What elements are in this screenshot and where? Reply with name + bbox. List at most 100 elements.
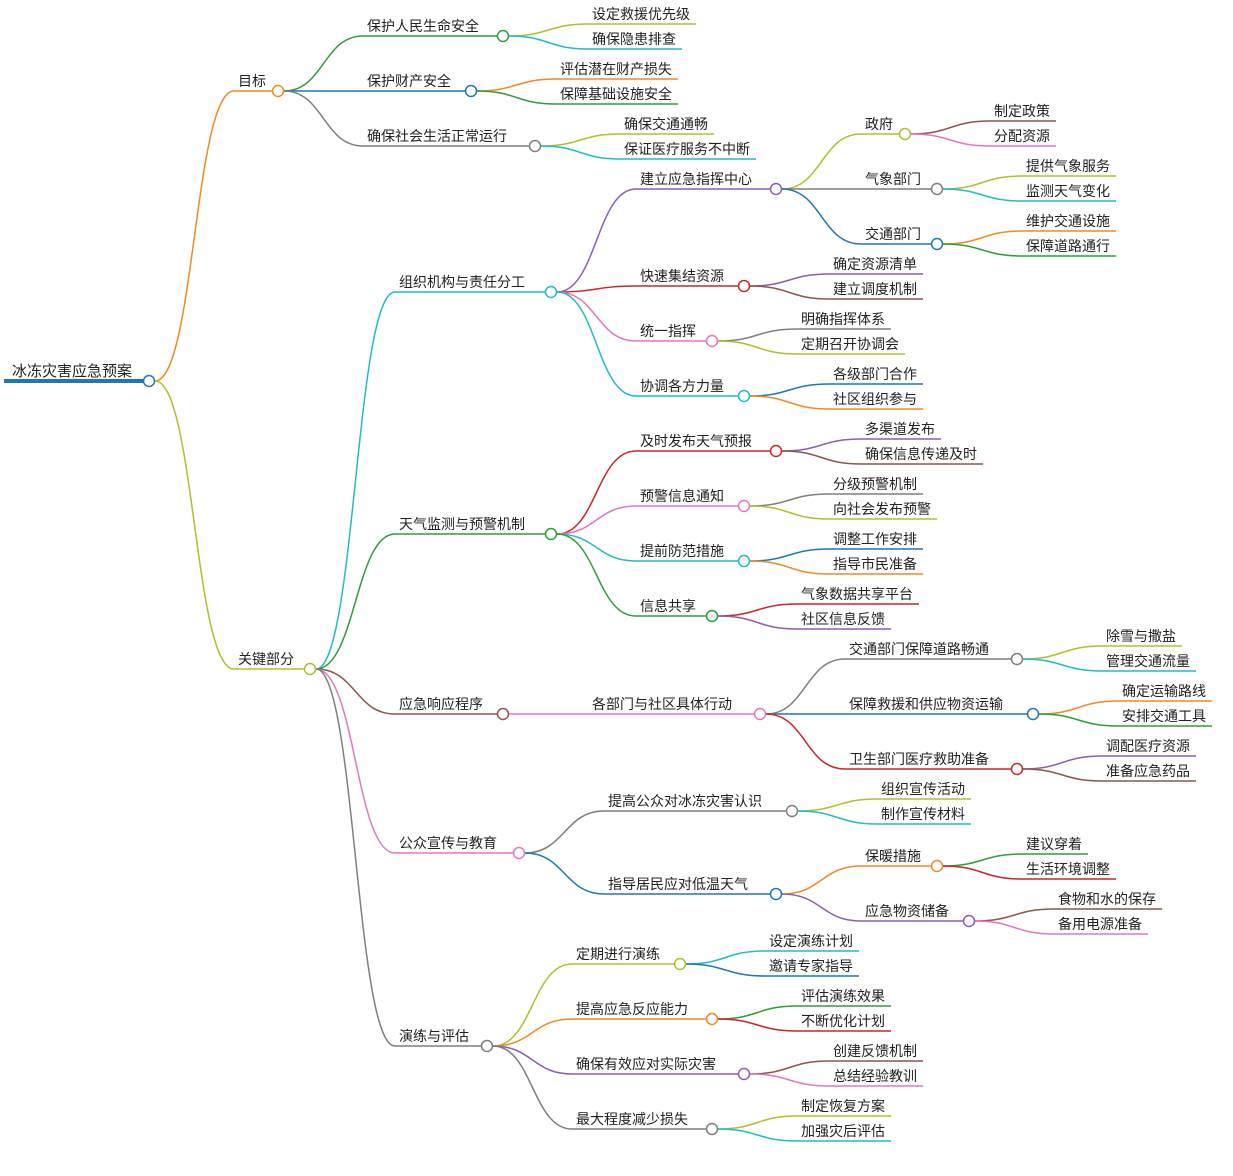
node-p2a1[interactable]: 建议穿着: [1022, 837, 1088, 855]
node-p2a2[interactable]: 生活环境调整: [1022, 862, 1116, 880]
node-toggle[interactable]: [769, 444, 783, 458]
node-d2b[interactable]: 不断优化计划: [797, 1014, 891, 1032]
node-e1b1[interactable]: 确定运输路线: [1118, 684, 1212, 702]
node-toggle[interactable]: [737, 279, 751, 293]
node-toggle[interactable]: [512, 846, 526, 860]
node-p2b1[interactable]: 食物和水的保存: [1054, 891, 1162, 910]
node-o1c[interactable]: 交通部门: [861, 226, 944, 251]
node-n2[interactable]: 关键部分: [234, 652, 317, 676]
node-toggle[interactable]: [753, 707, 767, 721]
node-d1[interactable]: 定期进行演练: [572, 947, 687, 971]
node-toggle[interactable]: [737, 1067, 751, 1081]
node-d1a[interactable]: 设定演练计划: [765, 934, 859, 952]
node-w2[interactable]: 预警信息通知: [636, 488, 751, 513]
node-o3[interactable]: 统一指挥: [636, 324, 719, 348]
node-n1b2[interactable]: 保障基础设施安全: [556, 86, 678, 105]
node-o1b[interactable]: 气象部门: [861, 172, 944, 196]
node-toggle[interactable]: [737, 499, 751, 513]
node-o4[interactable]: 协调各方力量: [636, 379, 751, 403]
node-e1c1[interactable]: 调配医疗资源: [1102, 739, 1196, 757]
node-d3[interactable]: 确保有效应对实际灾害: [572, 1056, 751, 1081]
node-toggle[interactable]: [769, 887, 783, 901]
node-p1[interactable]: 提高公众对冰冻灾害认识: [604, 793, 799, 818]
node-d4a[interactable]: 制定恢复方案: [797, 1098, 891, 1117]
node-e1a2[interactable]: 管理交通流量: [1102, 653, 1196, 672]
node-toggle[interactable]: [705, 334, 719, 348]
node-toggle[interactable]: [705, 609, 719, 623]
node-toggle[interactable]: [480, 1039, 494, 1053]
node-w4a[interactable]: 气象数据共享平台: [797, 586, 919, 605]
node-toggle[interactable]: [705, 1012, 719, 1026]
node-n1c2[interactable]: 保证医疗服务不中断: [620, 142, 756, 160]
node-d1b[interactable]: 邀请专家指导: [765, 958, 859, 977]
node-toggle[interactable]: [930, 237, 944, 251]
node-toggle[interactable]: [705, 1122, 719, 1136]
node-toggle[interactable]: [303, 662, 317, 676]
node-toggle[interactable]: [930, 182, 944, 196]
node-n1c1[interactable]: 确保交通通畅: [620, 116, 714, 135]
node-w4b[interactable]: 社区信息反馈: [797, 611, 891, 630]
node-p1b[interactable]: 制作宣传材料: [877, 807, 971, 825]
node-toggle[interactable]: [930, 859, 944, 873]
node-o4a[interactable]: 各级部门合作: [829, 367, 923, 385]
node-d4[interactable]: 最大程度减少损失: [572, 1112, 719, 1136]
node-o2b[interactable]: 建立调度机制: [829, 282, 923, 300]
node-toggle[interactable]: [785, 804, 799, 818]
node-w3[interactable]: 提前防范措施: [636, 543, 751, 568]
node-toggle[interactable]: [673, 957, 687, 971]
node-toggle[interactable]: [142, 374, 156, 388]
node-toggle[interactable]: [544, 285, 558, 299]
node-e1a1[interactable]: 除雪与撒盐: [1102, 629, 1182, 647]
node-e1b2[interactable]: 安排交通工具: [1118, 708, 1212, 727]
node-toggle[interactable]: [769, 182, 783, 196]
node-n1[interactable]: 目标: [234, 74, 285, 98]
node-n1c[interactable]: 确保社会生活正常运行: [363, 129, 542, 153]
node-toggle[interactable]: [496, 29, 510, 43]
node-o1c2[interactable]: 保障道路通行: [1022, 239, 1116, 257]
node-toggle[interactable]: [496, 707, 510, 721]
node-w1[interactable]: 及时发布天气预报: [636, 434, 783, 458]
node-o2[interactable]: 快速集结资源: [636, 268, 751, 293]
node-d2a[interactable]: 评估演练效果: [797, 989, 891, 1007]
node-e1a[interactable]: 交通部门保障道路畅通: [845, 641, 1024, 666]
node-d4b[interactable]: 加强灾后评估: [797, 1123, 891, 1142]
node-o1b2[interactable]: 监测天气变化: [1022, 184, 1116, 202]
node-w3a[interactable]: 调整工作安排: [829, 532, 923, 550]
node-toggle[interactable]: [898, 127, 912, 141]
node-toggle[interactable]: [1010, 652, 1024, 666]
node-o1[interactable]: 建立应急指挥中心: [636, 171, 783, 196]
node-toggle[interactable]: [962, 914, 976, 928]
node-e1b[interactable]: 保障救援和供应物资运输: [845, 696, 1040, 721]
node-o3b[interactable]: 定期召开协调会: [797, 337, 905, 355]
node-n1a1[interactable]: 设定救援优先级: [588, 7, 696, 25]
node-p2a[interactable]: 保暖措施: [861, 849, 944, 873]
node-w1b[interactable]: 确保信息传递及时: [861, 446, 983, 465]
node-o1b1[interactable]: 提供气象服务: [1022, 159, 1116, 177]
node-o4b[interactable]: 社区组织参与: [829, 391, 923, 410]
node-p1a[interactable]: 组织宣传活动: [877, 782, 971, 800]
node-d2[interactable]: 提高应急反应能力: [572, 1001, 719, 1026]
node-p[interactable]: 公众宣传与教育: [395, 836, 526, 860]
node-o3a[interactable]: 明确指挥体系: [797, 312, 891, 330]
node-w3b[interactable]: 指导市民准备: [829, 556, 923, 575]
node-w2b[interactable]: 向社会发布预警: [829, 502, 937, 520]
node-n1a[interactable]: 保护人民生命安全: [363, 18, 510, 43]
root-node[interactable]: 冰冻灾害应急预案: [4, 362, 156, 388]
node-d[interactable]: 演练与评估: [395, 1029, 494, 1053]
node-o1a2[interactable]: 分配资源: [990, 129, 1056, 147]
node-toggle[interactable]: [1010, 762, 1024, 776]
node-o1c1[interactable]: 维护交通设施: [1022, 213, 1116, 232]
node-p2[interactable]: 指导居民应对低温天气: [604, 876, 783, 901]
node-e1c[interactable]: 卫生部门医疗救助准备: [845, 751, 1024, 776]
node-n1b1[interactable]: 评估潜在财产损失: [556, 62, 678, 80]
node-toggle[interactable]: [271, 84, 285, 98]
node-w2a[interactable]: 分级预警机制: [829, 477, 923, 495]
node-toggle[interactable]: [1026, 707, 1040, 721]
node-w4[interactable]: 信息共享: [636, 598, 719, 623]
node-o1a[interactable]: 政府: [861, 117, 912, 141]
node-d3b[interactable]: 总结经验教训: [829, 1069, 923, 1087]
node-e1[interactable]: 各部门与社区具体行动: [588, 697, 767, 721]
node-n1b[interactable]: 保护财产安全: [363, 73, 478, 98]
node-p2b2[interactable]: 备用电源准备: [1054, 916, 1148, 935]
node-toggle[interactable]: [737, 389, 751, 403]
